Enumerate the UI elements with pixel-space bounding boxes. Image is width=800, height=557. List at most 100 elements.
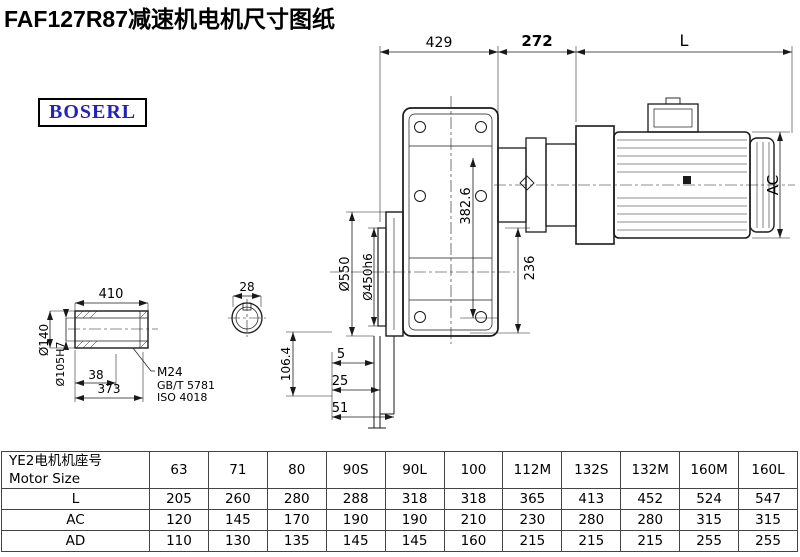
brand-logo-text: BOSERL	[49, 101, 137, 123]
leader-line	[132, 347, 155, 372]
header-line-en: Motor Size	[9, 471, 81, 487]
bolt-hole	[414, 190, 426, 202]
flange-pilot	[377, 227, 387, 327]
adapter-diamond-mark	[519, 175, 535, 191]
motor-size-table: YE2电机机座号 Motor Size 63 71 80 90S 90L 100…	[1, 451, 798, 552]
dim-5-label: 5	[337, 347, 345, 362]
bolt-hole	[414, 311, 426, 323]
table-cell: 315	[738, 509, 798, 531]
table-cell: 205	[149, 488, 209, 510]
table-cell: 280	[620, 509, 681, 531]
table-cell: 318	[384, 488, 445, 510]
note-gbt-label: GB/T 5781	[157, 379, 215, 392]
output-flange	[385, 211, 404, 337]
table-cell: 110	[149, 530, 209, 552]
table-header-cell: 132M	[620, 451, 681, 489]
bolt-hole	[475, 190, 487, 202]
table-header-cell: 160M	[679, 451, 740, 489]
cable-gland	[665, 97, 681, 105]
table-cell: 255	[738, 530, 798, 552]
table-cell: 260	[207, 488, 268, 510]
table-header-cell: 160L	[738, 451, 798, 489]
gearbox-housing-inner	[408, 113, 493, 331]
table-cell: 365	[502, 488, 563, 510]
table-cell: 190	[325, 509, 386, 531]
bolt-hole	[475, 121, 487, 133]
table-row-AC: AC 120 145 170 190 190 210 230 280 280 3…	[1, 509, 798, 531]
table-header-cell: 90S	[325, 451, 386, 489]
table-cell: 210	[443, 509, 504, 531]
nameplate-mark	[683, 176, 691, 184]
dim-38-label: 38	[88, 368, 103, 382]
table-row-L: L 205 260 280 288 318 318 365 413 452 52…	[1, 488, 798, 510]
table-cell: 120	[149, 509, 209, 531]
dim-550-label: Ø550	[338, 256, 353, 291]
dim-AC-label: AC	[764, 175, 782, 195]
table-cell: 547	[738, 488, 798, 510]
table-cell: 215	[620, 530, 681, 552]
table-header-row: YE2电机机座号 Motor Size 63 71 80 90S 90L 100…	[1, 451, 798, 489]
dim-28-label: 28	[239, 280, 254, 294]
gearbox-housing	[402, 107, 499, 337]
row-label: AC	[1, 509, 150, 531]
table-cell: 524	[679, 488, 740, 510]
note-m24-label: M24	[157, 365, 183, 379]
table-header-cell: 112M	[502, 451, 563, 489]
dim-L-label: L	[680, 31, 689, 50]
table-header-cell: 90L	[384, 451, 445, 489]
table-header-cell: 132S	[561, 451, 622, 489]
table-cell: 288	[325, 488, 386, 510]
dim-272-label: 272	[521, 32, 552, 50]
dim-25-label: 25	[332, 374, 349, 389]
dimension-arrows	[47, 49, 792, 420]
table-cell: 413	[561, 488, 622, 510]
row-label: AD	[1, 530, 150, 552]
table-cell: 160	[443, 530, 504, 552]
table-header-motor-size: YE2电机机座号 Motor Size	[1, 451, 150, 489]
dim-106-label: 106.4	[279, 347, 293, 381]
table-cell: 255	[679, 530, 740, 552]
table-row-AD: AD 110 130 135 145 145 160 215 215 215 2…	[1, 530, 798, 552]
motor-cooling-fins	[617, 139, 747, 231]
dim-373-label: 373	[98, 382, 121, 396]
table-cell: 135	[266, 530, 327, 552]
table-header-cell: 100	[443, 451, 504, 489]
dim-382-label: 382.6	[459, 187, 474, 224]
hatching	[75, 310, 148, 349]
table-cell: 130	[207, 530, 268, 552]
dim-236-label: 236	[523, 256, 538, 281]
bolt-hole	[475, 311, 487, 323]
table-cell: 315	[679, 509, 740, 531]
table-cell: 452	[620, 488, 681, 510]
table-cell: 318	[443, 488, 504, 510]
row-label: L	[1, 488, 150, 510]
dim-410-label: 410	[99, 287, 124, 302]
table-cell: 280	[266, 488, 327, 510]
table-cell: 190	[384, 509, 445, 531]
table-header-cell: 63	[149, 451, 209, 489]
table-cell: 215	[561, 530, 622, 552]
bolt-hole	[414, 121, 426, 133]
table-cell: 145	[325, 530, 386, 552]
page-title: FAF127R87减速机电机尺寸图纸	[4, 6, 336, 32]
dim-105-label: Ø105H7	[54, 342, 67, 387]
table-cell: 230	[502, 509, 563, 531]
table-cell: 145	[384, 530, 445, 552]
table-header-cell: 80	[266, 451, 327, 489]
table-cell: 145	[207, 509, 268, 531]
dim-429-label: 429	[426, 35, 453, 51]
table-cell: 170	[266, 509, 327, 531]
dim-51-label: 51	[332, 401, 349, 416]
fan-cover	[749, 137, 775, 233]
dim-450-label: Ø450h6	[361, 253, 375, 301]
gearmotor-dimension-drawing: 429 272 L AC Ø550 Ø450h6 382.6 236 106.4…	[37, 31, 795, 429]
hollow-shaft-detail	[74, 310, 149, 349]
note-iso-label: ISO 4018	[157, 391, 207, 404]
table-cell: 215	[502, 530, 563, 552]
table-cell: 280	[561, 509, 622, 531]
table-header-cell: 71	[207, 451, 268, 489]
header-line-cn: YE2电机机座号	[9, 453, 102, 469]
brand-logo: BOSERL	[38, 98, 148, 127]
terminal-box	[647, 103, 699, 133]
